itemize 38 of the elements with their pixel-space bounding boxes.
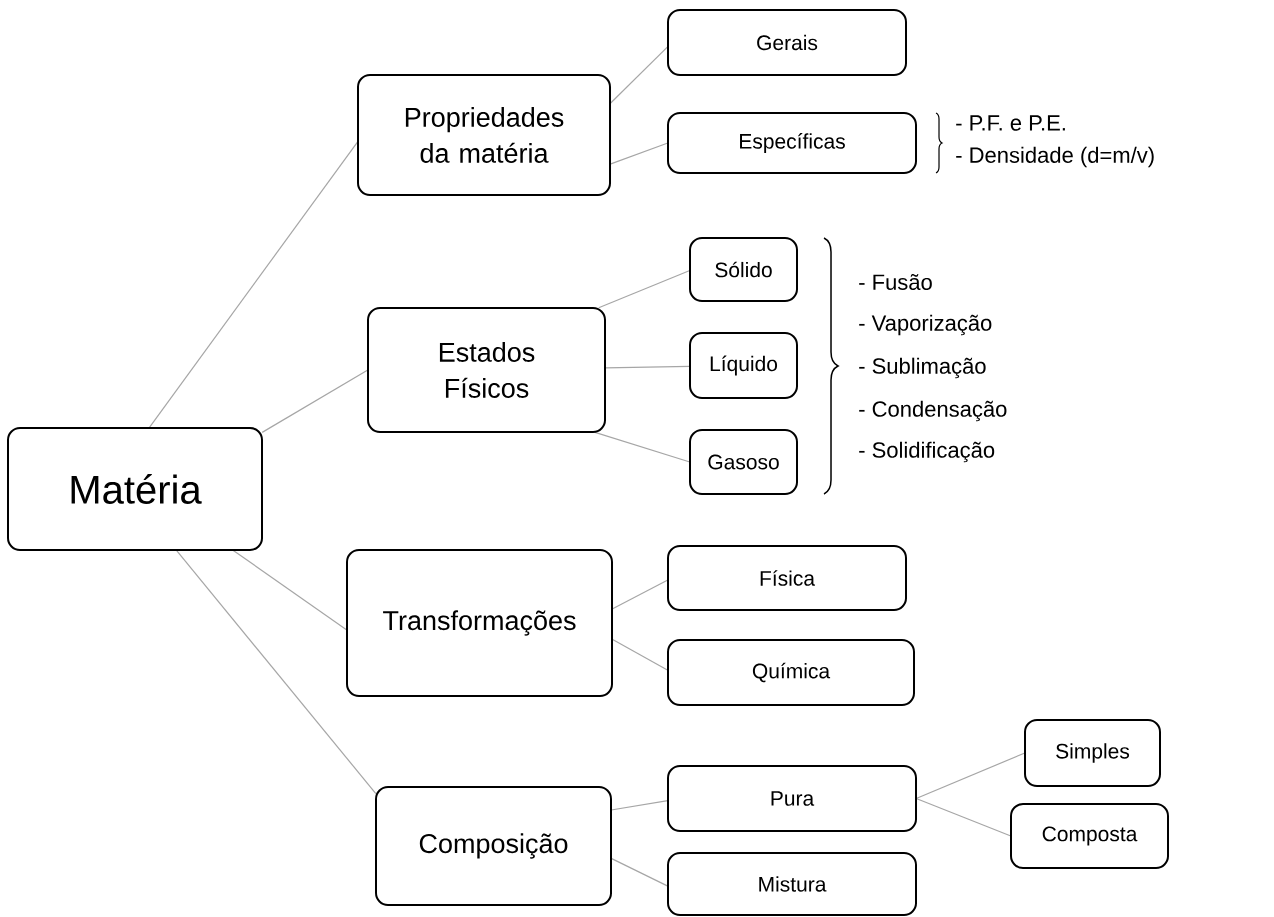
concept-box: Gasoso — [689, 429, 798, 495]
concept-box: Líquido — [689, 332, 798, 399]
list-item: - Condensação — [859, 400, 1007, 422]
concept-box: Estados Físicos — [367, 307, 606, 433]
connector-line — [232, 549, 348, 631]
connector-line — [915, 752, 1026, 800]
connector-line — [610, 800, 669, 811]
connector-line — [609, 142, 669, 165]
concept-box: Composta — [1010, 803, 1169, 869]
list-item: - Densidade (d=m/v) — [956, 146, 1154, 168]
connector-line — [604, 365, 691, 369]
list-item: - Solidificação — [859, 441, 995, 463]
concept-box: Química — [667, 639, 915, 706]
concept-box: Gerais — [667, 9, 907, 76]
concept-box: Propriedades da matéria — [357, 74, 611, 196]
concept-box: Simples — [1024, 719, 1161, 787]
concept-box: Específicas — [667, 112, 917, 174]
connector-line — [609, 46, 669, 105]
concept-box: Pura — [667, 765, 917, 832]
list-item: - P.F. e P.E. — [956, 115, 1065, 131]
connector-line — [610, 857, 669, 887]
concept-box: Mistura — [667, 852, 917, 916]
list-item: - Vaporização — [859, 314, 992, 336]
concept-box: Composição — [375, 786, 612, 906]
connector-line — [175, 549, 377, 795]
connector-line — [915, 797, 1012, 837]
connector-line — [611, 579, 669, 610]
concept-box: Transformações — [346, 549, 613, 697]
connector-line — [148, 141, 359, 429]
connector-line — [593, 431, 691, 463]
list-item: - Sublimação — [859, 357, 986, 379]
concept-box: Matéria — [7, 427, 263, 551]
connector-line — [611, 638, 669, 671]
concept-box: Sólido — [689, 237, 798, 302]
concept-box: Física — [667, 545, 907, 611]
connector-line — [598, 269, 691, 309]
list-item: - Fusão — [859, 274, 932, 290]
connector-line — [261, 369, 369, 433]
